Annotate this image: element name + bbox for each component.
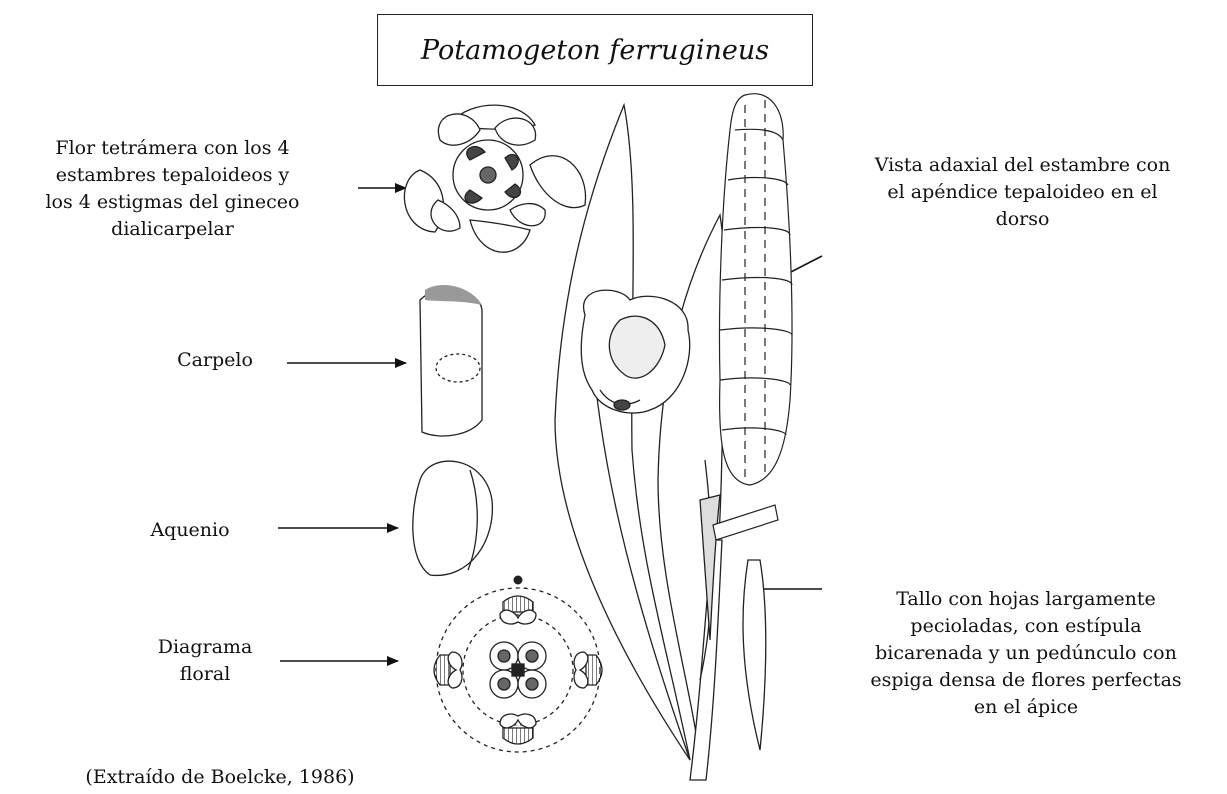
floral-diagram [434, 576, 602, 753]
achene-drawing [413, 461, 493, 575]
flower-drawing [404, 105, 585, 252]
carpel-drawing [420, 285, 482, 436]
spike-drawing [713, 94, 792, 540]
